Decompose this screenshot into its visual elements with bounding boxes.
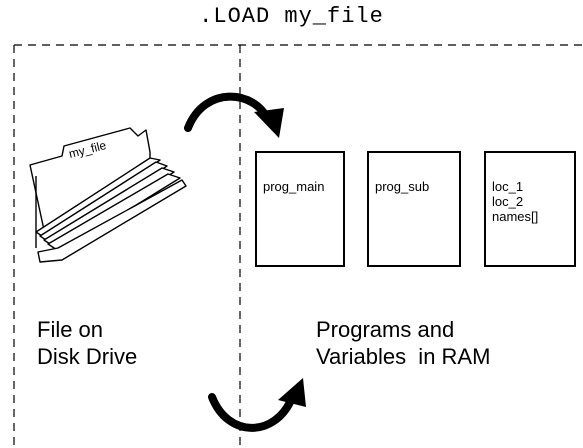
command-title: .LOAD my_file (199, 4, 384, 29)
ram-box-line: loc_2 (492, 194, 524, 209)
folder-icon (29, 127, 187, 263)
ram-label-line: Programs and (316, 317, 455, 342)
ram-box-prog-main: prog_main (255, 151, 345, 267)
load-arrow-icon (184, 92, 284, 138)
ram-box-line: names[] (492, 209, 539, 224)
return-arrow-icon (208, 378, 306, 432)
ram-box-variables: loc_1 loc_2 names[] (484, 151, 576, 267)
ram-box-line: prog_main (263, 179, 325, 194)
ram-box-prog-sub: prog_sub (367, 151, 461, 267)
ram-label: Programs and Variables in RAM (316, 316, 490, 370)
disk-label: File on Disk Drive (37, 316, 137, 370)
ram-box-line: prog_sub (375, 179, 430, 194)
ram-box-line: loc_1 (492, 179, 524, 194)
disk-label-line: Disk Drive (37, 344, 138, 369)
disk-label-line: File on (37, 317, 104, 342)
ram-label-line: Variables in RAM (316, 344, 491, 369)
